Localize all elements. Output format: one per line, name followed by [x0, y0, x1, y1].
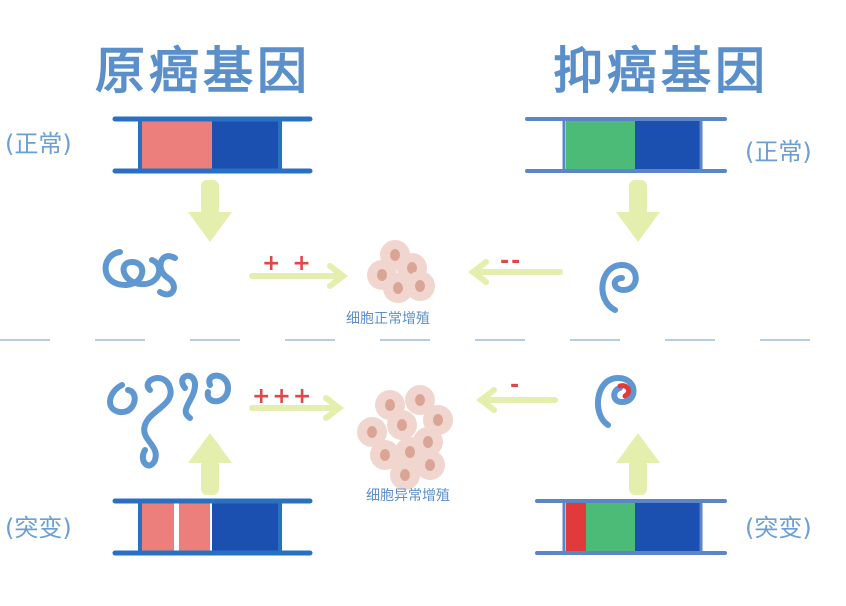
inhibit-arrow-top: [468, 259, 563, 285]
normal-proliferation-label: 细胞正常增殖: [346, 310, 430, 327]
single-minus-sign: -: [510, 373, 519, 398]
normal-label-left: (正常): [5, 130, 72, 158]
mutant-protein-squiggle-right: [595, 374, 637, 428]
promote-arrow-top: [249, 263, 348, 289]
down-arrow-left: [188, 180, 232, 242]
abnormal-proliferation-label: 细胞异常增殖: [366, 487, 450, 504]
normal-protein-squiggle-right: [599, 261, 639, 313]
proto-oncogene-normal-gene: [112, 116, 313, 174]
promote-arrow-bottom: [249, 395, 344, 421]
tumor-suppressor-title: 抑癌基因: [553, 42, 769, 100]
triple-plus-sign: +++: [252, 384, 313, 409]
double-minus-sign: --: [500, 249, 522, 274]
double-plus-sign: ++: [262, 251, 323, 276]
up-arrow-right: [616, 433, 660, 495]
down-arrow-right: [616, 180, 660, 242]
tumor-suppressor-normal-gene: [525, 117, 727, 173]
proto-oncogene-mutant-gene: [112, 498, 313, 556]
proto-oncogene-title: 原癌基因: [95, 42, 311, 100]
inhibit-arrow-bottom: [476, 387, 558, 413]
abnormal-cell-cluster: [357, 385, 453, 490]
normal-protein-squiggles-left: [102, 249, 178, 298]
mutant-protein-squiggles-left: [107, 372, 232, 469]
normal-label-right: (正常): [745, 138, 812, 166]
mutant-label-right: (突变): [745, 514, 812, 542]
normal-cell-cluster: [367, 240, 435, 303]
up-arrow-left: [188, 433, 232, 495]
tumor-suppressor-mutant-gene: [535, 499, 727, 555]
mutant-label-left: (突变): [5, 514, 72, 542]
